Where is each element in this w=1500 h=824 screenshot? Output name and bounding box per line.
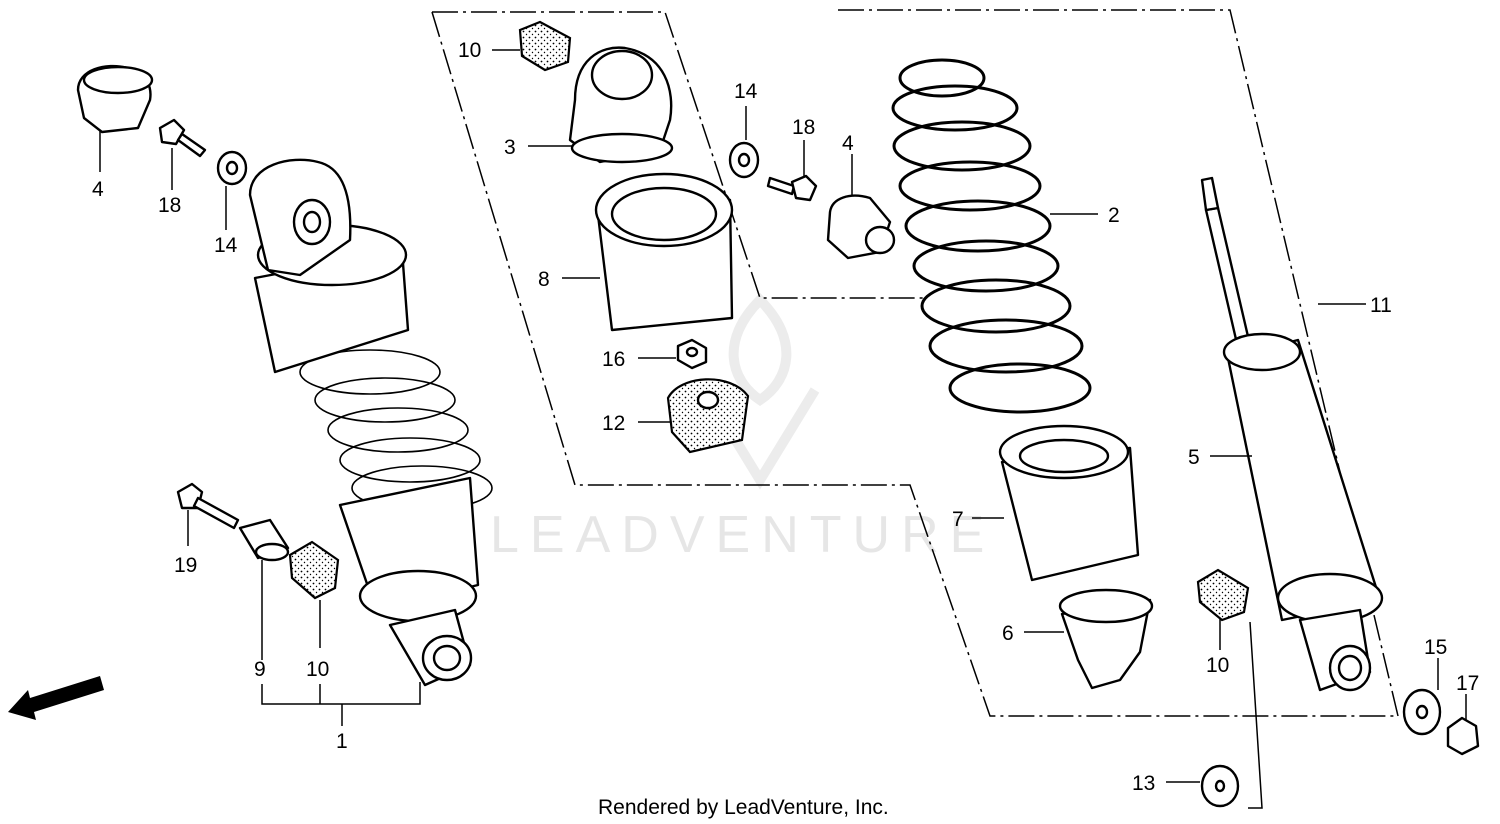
- callout-10-top: 10: [458, 39, 481, 62]
- callout-2: 2: [1108, 204, 1120, 227]
- callout-13: 13: [1132, 772, 1155, 795]
- cap-4-left: [76, 64, 154, 134]
- callout-4-left: 4: [92, 178, 104, 201]
- watermark-text: LEADVENTURE: [490, 506, 995, 564]
- callout-10-left: 10: [306, 658, 329, 681]
- fwd-label: FWD: [43, 680, 86, 709]
- callout-15: 15: [1424, 636, 1447, 659]
- bushing-10-left: [288, 540, 340, 600]
- spring-seat-7: [998, 424, 1140, 582]
- callout-16: 16: [602, 348, 625, 371]
- adjuster-6: [1058, 588, 1154, 690]
- callout-14-center: 14: [734, 80, 758, 103]
- group-box-mount: [432, 11, 925, 299]
- washer-13: [1200, 764, 1240, 808]
- washer-14-left: [216, 150, 248, 186]
- callout-10-right: 10: [1206, 654, 1229, 677]
- nut-17: [1446, 716, 1480, 756]
- bushing-10-right: [1196, 568, 1250, 622]
- nut-16: [676, 338, 708, 370]
- washer-14-center: [728, 141, 760, 179]
- bump-rubber-8: [594, 172, 734, 332]
- washer-15: [1402, 688, 1442, 736]
- bolt-18-center: [766, 174, 818, 202]
- callout-17: 17: [1456, 672, 1479, 695]
- callout-11: 11: [1370, 294, 1392, 317]
- cap-4-center: [826, 194, 896, 260]
- callout-5: 5: [1188, 446, 1200, 469]
- stopper-12: [666, 378, 750, 454]
- leader-lines: [99, 49, 1467, 809]
- bolt-19: [176, 482, 240, 530]
- callout-18-left: 18: [158, 194, 181, 217]
- callout-18-center: 18: [792, 116, 815, 139]
- spring-2: [891, 58, 1092, 414]
- collar-9: [238, 518, 290, 562]
- upper-mount-3: [568, 46, 674, 164]
- callout-8: 8: [538, 268, 550, 291]
- callout-9: 9: [254, 658, 266, 681]
- callout-3: 3: [504, 136, 516, 159]
- callout-labels: 4 18 14 19 9 10 1 10 3 8 16 12 14 18 4 2…: [92, 39, 1479, 795]
- footer-credit: Rendered by LeadVenture, Inc.: [598, 796, 889, 819]
- callout-14-left: 14: [214, 234, 238, 257]
- bolt-18-left: [158, 118, 207, 158]
- shock-assembly-1: [248, 158, 493, 687]
- callout-19: 19: [174, 554, 197, 577]
- bushing-10-top: [518, 20, 572, 72]
- group-box-mount-left: [431, 11, 1398, 717]
- callout-12: 12: [602, 412, 625, 435]
- callout-7: 7: [952, 508, 964, 531]
- damper-5: [1200, 176, 1384, 692]
- fwd-arrow-icon: FWD: [8, 676, 104, 720]
- callout-1: 1: [336, 730, 348, 753]
- callout-6: 6: [1002, 622, 1014, 645]
- callout-4-center: 4: [842, 132, 854, 155]
